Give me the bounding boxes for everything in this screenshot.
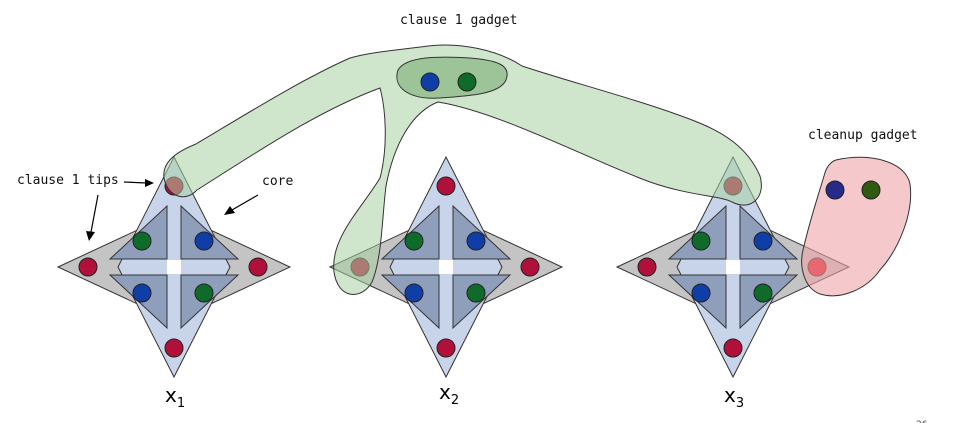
center-square [726,260,740,274]
variable-subscript: 2 [451,393,459,408]
arrows [86,179,259,241]
arrow-tips-to-top-node [123,181,147,184]
tip-node-bottom [436,338,456,358]
tip-node-right [520,257,540,277]
core-triangle-bottom-right [180,274,240,330]
center-square [439,260,453,274]
clause-node-blue [420,72,440,92]
arrow-tips-to-left-tip [90,194,99,233]
clause-node-green [457,72,477,92]
variable-name: x [439,380,451,404]
center-square [167,260,181,274]
core-node-top-left [691,231,711,251]
variable-subscript: 1 [177,396,185,411]
variable-gadget-x1 [56,155,292,379]
tip-node-bottom [164,338,184,358]
clause-gadget-region [163,44,762,295]
core-triangle-top-right [452,204,512,260]
cleanup-node-olive [861,180,881,200]
core-node-top-left [404,231,424,251]
clause-gadget-label: clause 1 gadget [400,13,517,28]
core-triangle-top-right [739,204,799,260]
variable-name: x [724,383,736,407]
core-triangle-bottom-right [452,274,512,330]
arrowhead [145,179,154,187]
arrow-core [231,194,259,211]
tip-node-left [637,257,657,277]
arrowhead [86,231,95,241]
core-node-top-left [132,231,152,251]
cleanup-node-navy [825,180,845,200]
cleanup-gadget [801,156,912,297]
core-node-bottom-right [466,283,486,303]
page-number: 26 [916,420,928,423]
core-node-top-right [753,231,773,251]
clause-tips-label: clause 1 tips [17,173,119,188]
core-triangle-bottom-right [739,274,799,330]
variable-label-x3: x3 [724,383,744,411]
core-triangle-top-right [180,204,240,260]
variable-label-x2: x2 [439,380,459,408]
tip-node-left [78,257,98,277]
core-node-bottom-left [404,283,424,303]
variable-label-x1: x1 [165,383,185,411]
core-node-bottom-left [691,283,711,303]
tip-node-bottom [723,338,743,358]
variable-gadget-x2 [328,155,564,379]
core-node-top-right [466,231,486,251]
variable-gadget-x3 [615,155,851,379]
variable-subscript: 3 [736,396,744,411]
core-node-bottom-right [753,283,773,303]
clause-1-gadget [163,44,762,295]
tip-node-right [248,257,268,277]
core-label: core [262,174,293,189]
cleanup-gadget-region [801,156,912,297]
tip-node-top [436,176,456,196]
arrowhead [224,206,235,215]
core-node-top-right [194,231,214,251]
core-node-bottom-left [132,283,152,303]
cleanup-gadget-label: cleanup gadget [808,128,918,143]
variable-name: x [165,383,177,407]
core-node-bottom-right [194,283,214,303]
